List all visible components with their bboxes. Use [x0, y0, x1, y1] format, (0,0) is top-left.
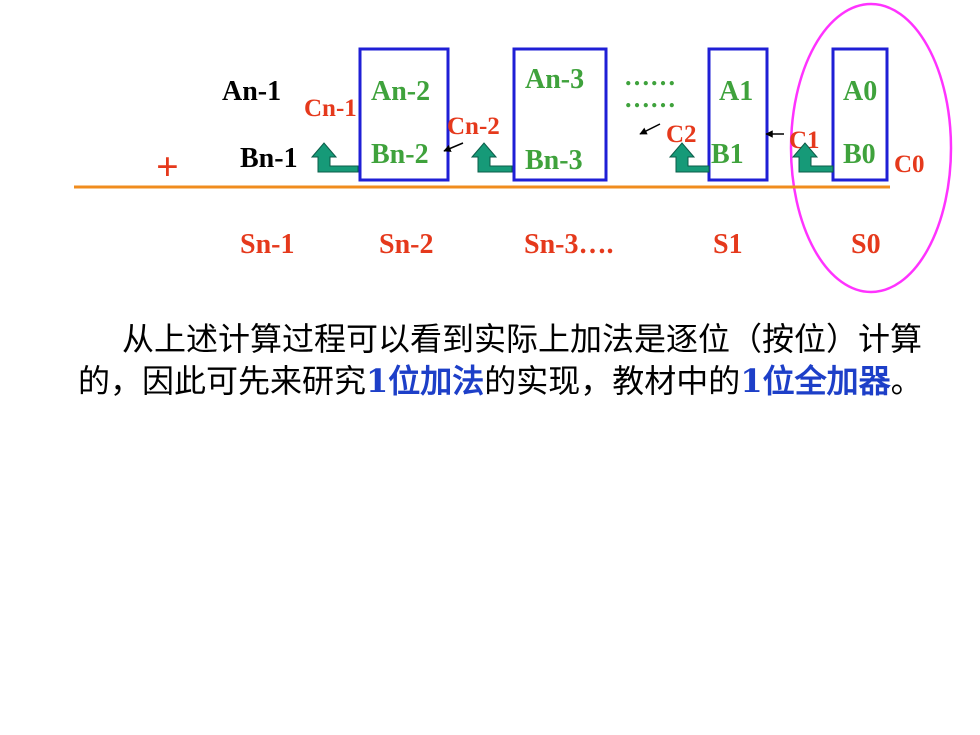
label-b0: B0 — [843, 139, 876, 170]
sum-s1: S1 — [713, 229, 743, 260]
highlight-one-bit-adder: 1位加法 — [366, 362, 485, 400]
sum-s0: S0 — [851, 229, 881, 260]
label-an-2: An-2 — [371, 76, 430, 107]
sum-sn-1: Sn-1 — [240, 229, 294, 260]
bit-box-0 — [831, 47, 889, 182]
label-a0: A0 — [843, 76, 877, 107]
paragraph-text-1: 从上述计算过程可以看到实际上加法是逐位（按位）计算的，因此可先来研究 — [78, 320, 923, 400]
highlight-full-adder: 1位全加器 — [740, 362, 891, 400]
label-b1: B1 — [711, 139, 744, 170]
bit-0-highlight-ellipse — [789, 2, 953, 294]
carry-arrow-2 — [470, 142, 513, 173]
pointer-arrow-c2 — [639, 123, 661, 135]
adder-diagram: + An-1 An-2 An-3 A1 A0 Bn-1 Bn-2 Bn-3 B1… — [74, 2, 953, 294]
carry-cn-1: Cn-1 — [304, 95, 357, 122]
paragraph-text-3: 。 — [890, 362, 923, 400]
carry-arrow-3 — [668, 142, 710, 173]
bit-box-n-3 — [512, 47, 608, 182]
label-bn-3: Bn-3 — [525, 145, 583, 176]
carry-c0: C0 — [894, 151, 925, 178]
label-bn-2: Bn-2 — [371, 139, 429, 170]
carry-cn-2: Cn-2 — [447, 113, 500, 140]
label-an-3: An-3 — [525, 64, 584, 95]
label-an-1: An-1 — [222, 76, 281, 107]
label-a1: A1 — [719, 76, 753, 107]
label-bn-1: Bn-1 — [240, 143, 298, 174]
bit-box-n-2 — [358, 47, 450, 182]
ellipsis-top: …… — [624, 62, 676, 91]
pointer-arrow-cn-2 — [443, 142, 464, 152]
explanation-paragraph: 从上述计算过程可以看到实际上加法是逐位（按位）计算的，因此可先来研究1位加法的实… — [78, 318, 938, 402]
sum-sn-2: Sn-2 — [379, 229, 433, 260]
plus-sign: + — [156, 144, 179, 189]
carry-arrow-4 — [791, 142, 834, 173]
sum-sn-3: Sn-3…. — [524, 229, 613, 260]
bit-box-1 — [707, 47, 769, 182]
paragraph-text-2: 的实现，教材中的 — [484, 362, 741, 400]
ellipsis-bottom: …… — [624, 84, 676, 113]
carry-arrow-1 — [310, 142, 359, 173]
